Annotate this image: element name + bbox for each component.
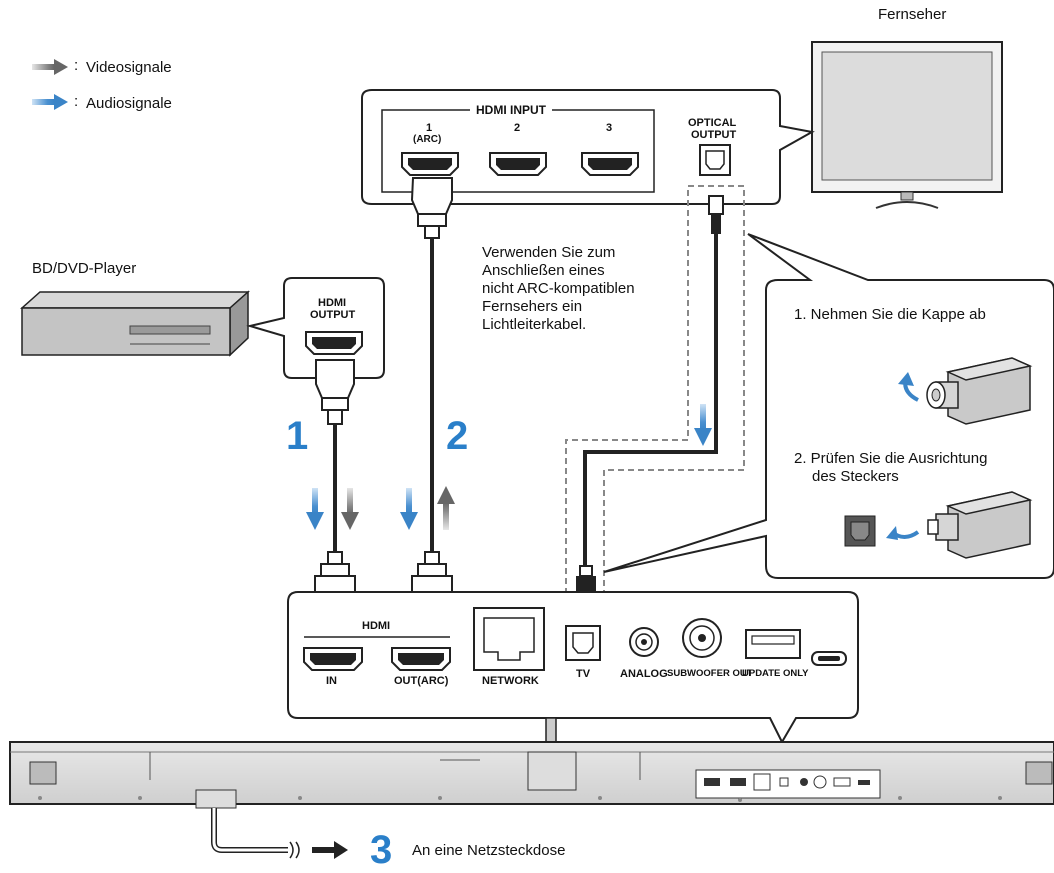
tv-label: Fernseher — [878, 6, 947, 23]
hdmi-cable-1 — [314, 359, 356, 609]
soundbar-tv-label: TV — [576, 668, 591, 680]
soundbar-network-port — [473, 607, 545, 671]
player-hdmi-label-1: HDMI — [318, 297, 347, 309]
arrow-1-video — [341, 488, 359, 530]
soundbar-subwoofer-label: SUBWOOFER OUT — [667, 668, 753, 679]
soundbar-hdmi-out-port — [391, 647, 451, 671]
tv-hdmi-input-label: HDMI INPUT — [470, 103, 552, 117]
optical-dashed-outline — [565, 185, 745, 619]
arrow-2-video-up — [437, 486, 455, 530]
soundbar-subwoofer-port — [682, 618, 722, 658]
tv-port2-label: 2 — [514, 122, 521, 134]
note-line-3: nicht ARC-kompatiblen — [482, 280, 635, 297]
tv-port1-arc-label: (ARC) — [413, 134, 442, 145]
soundbar-network-label: NETWORK — [482, 675, 539, 687]
tip-2-label-2: des Steckers — [812, 468, 899, 485]
soundbar-analog-label: ANALOG — [620, 668, 668, 680]
arrow-2-audio — [400, 488, 418, 530]
tv-port1-label: 1 — [426, 122, 433, 134]
arrow-optical-audio — [694, 404, 712, 446]
soundbar-service-port — [811, 651, 847, 666]
legend-audio-label: Audiosignale — [86, 95, 172, 112]
tip-1-label: 1. Nehmen Sie die Kappe ab — [794, 306, 986, 323]
legend-audio-arrow — [32, 94, 68, 110]
plug-orientation-illustration — [844, 491, 1033, 559]
tip-2-label-1: 2. Prüfen Sie die Ausrichtung — [794, 450, 988, 467]
legend-colon-audio: : — [74, 93, 79, 110]
step-3-number: 3 — [370, 828, 393, 872]
soundbar-hdmi-label: HDMI — [362, 620, 391, 632]
step-2-number: 2 — [446, 414, 469, 458]
tv-hdmi-port-1 — [401, 152, 459, 176]
legend-colon-video: : — [74, 57, 79, 74]
note-line-2: Anschließen eines — [482, 262, 605, 279]
soundbar-optical-tv-port — [565, 625, 601, 661]
note-line-5: Lichtleiterkabel. — [482, 316, 587, 333]
tv-optical-label-2: OUTPUT — [691, 129, 737, 141]
soundbar-analog-port — [629, 627, 659, 657]
soundbar-icon — [9, 741, 1054, 809]
power-outlet-label: An eine Netzsteckdose — [412, 842, 566, 859]
cap-removal-illustration — [898, 357, 1033, 425]
soundbar-hdmi-in-port — [303, 647, 363, 671]
soundbar-out-arc-label: OUT(ARC) — [394, 675, 449, 687]
soundbar-usb-port — [745, 629, 801, 659]
tv-hdmi-port-3 — [581, 152, 639, 176]
player-hdmi-label-2: OUTPUT — [310, 309, 356, 321]
bd-dvd-player-icon — [20, 290, 250, 357]
optical-tips-panel — [603, 233, 1054, 579]
soundbar-in-label: IN — [326, 675, 337, 687]
legend-video-arrow — [32, 59, 68, 75]
note-line-1: Verwenden Sie zum — [482, 244, 616, 261]
player-hdmi-panel — [246, 277, 385, 379]
player-label: BD/DVD-Player — [32, 260, 137, 277]
tv-icon — [811, 41, 1003, 209]
tv-hdmi-port-2 — [489, 152, 547, 176]
tv-port3-label: 3 — [606, 122, 613, 134]
tv-port-panel — [361, 89, 815, 205]
note-line-4: Fernsehers ein — [482, 298, 583, 315]
power-cord — [211, 808, 300, 859]
legend-video-label: Videosignale — [86, 59, 172, 76]
tv-optical-label-1: OPTICAL — [688, 117, 737, 129]
power-arrow — [312, 841, 348, 859]
arrow-1-audio — [306, 488, 324, 530]
tv-optical-port — [699, 144, 731, 176]
soundbar-port-panel — [287, 591, 859, 745]
step-1-number: 1 — [286, 414, 309, 458]
hdmi-cable-2 — [410, 177, 453, 609]
soundbar-update-label: UPDATE ONLY — [742, 668, 809, 679]
